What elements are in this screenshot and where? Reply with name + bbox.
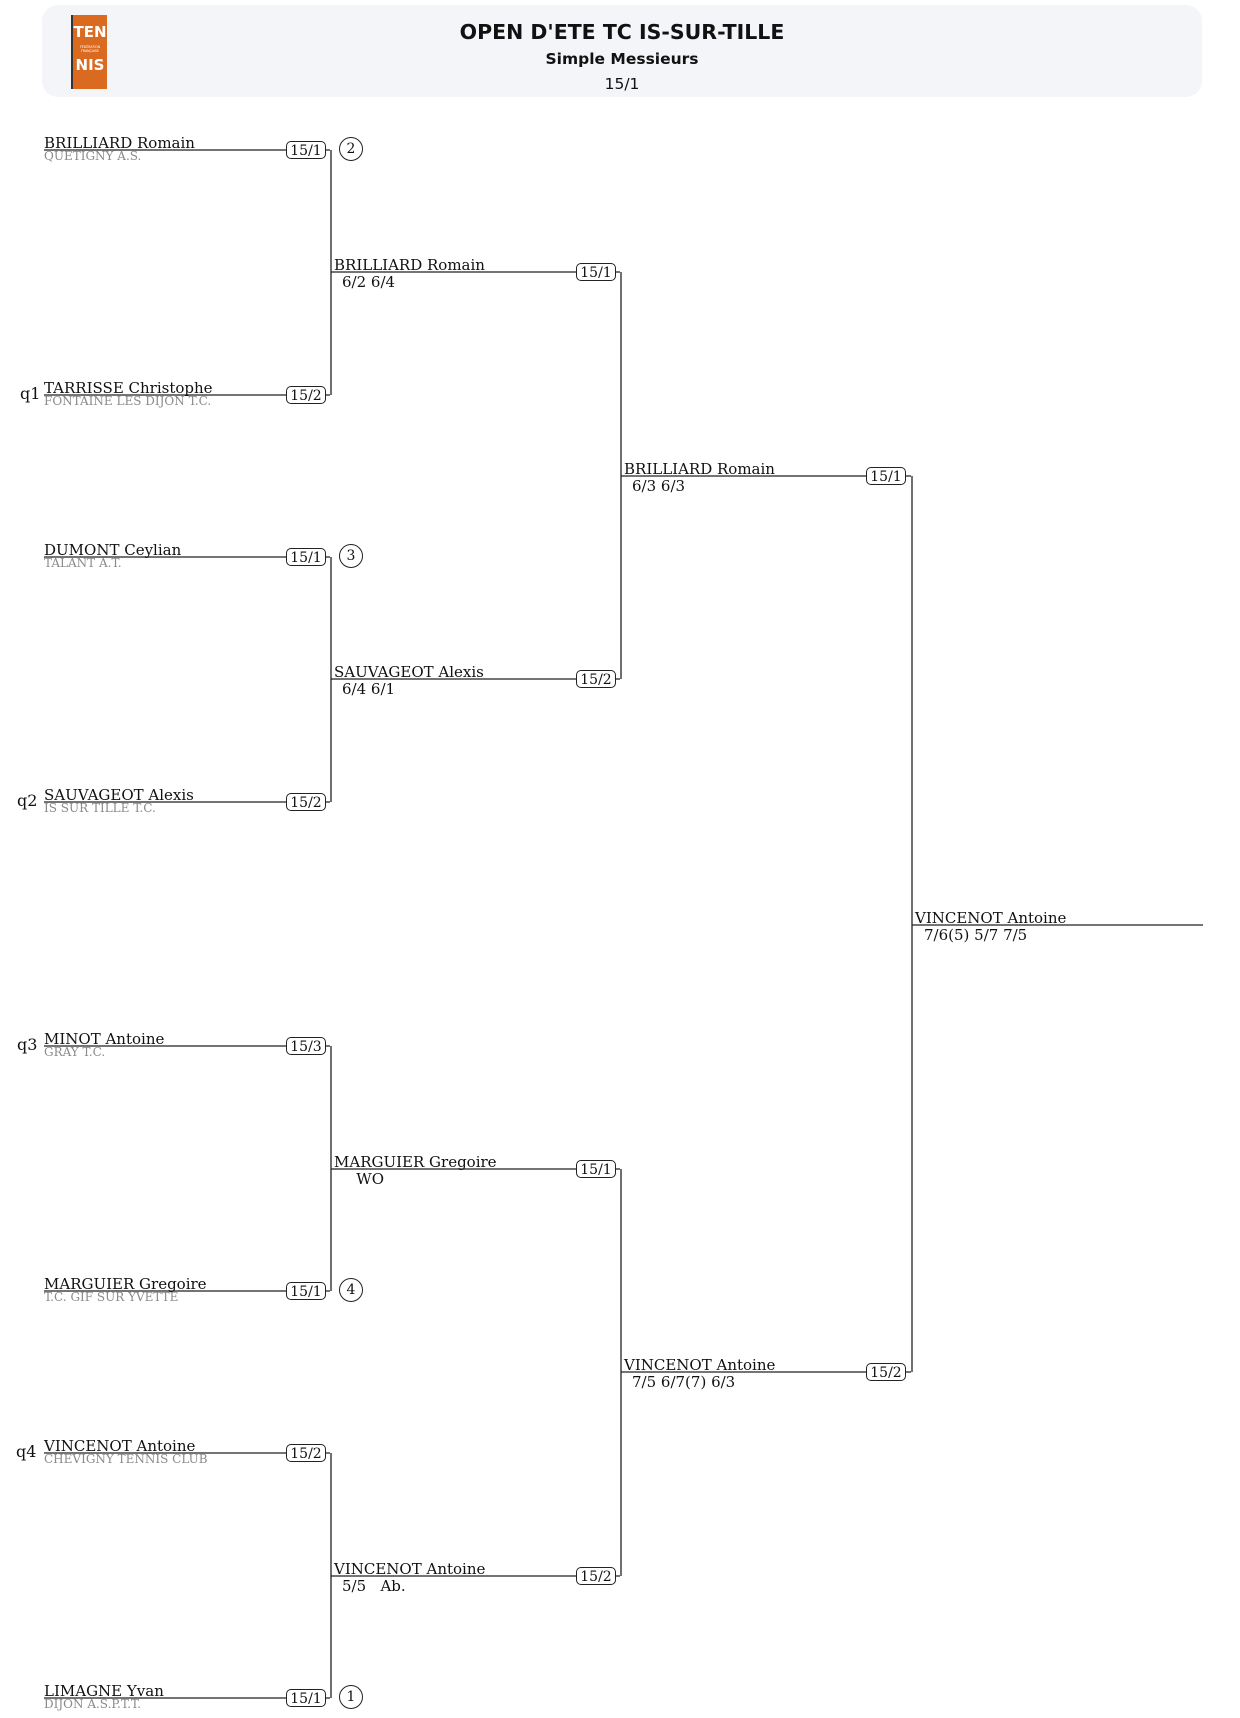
winner-name: VINCENOT Antoine [624,1356,776,1374]
rank-badge: 15/2 [286,793,326,811]
rank-badge: 15/2 [866,1363,906,1381]
tournament-title: OPEN D'ETE TC IS-SUR-TILLE [459,20,785,44]
player-club: DIJON A.S.P.T.T. [44,1697,141,1711]
seed-badge: 2 [339,137,363,161]
rank-badge: 15/1 [286,1689,326,1707]
match-score: 6/2 6/4 [342,273,396,291]
qualifier-label: q1 [20,384,41,403]
match-score: 7/5 6/7(7) 6/3 [632,1373,736,1391]
player-club: T.C. GIF SUR YVETTE [44,1290,179,1304]
player-club: FONTAINE LES DIJON T.C. [44,394,212,408]
match-score: WO [342,1170,385,1188]
rank-badge: 15/2 [286,386,326,404]
seed-badge: 3 [339,544,363,568]
rank-badge: 15/1 [286,548,326,566]
player-club: TALANT A.T. [44,556,122,570]
rank-badge: 15/1 [866,467,906,485]
match-score: 6/4 6/1 [342,680,396,698]
rank-badge: 15/2 [576,1567,616,1585]
player-name: DUMONT Ceylian [44,541,182,559]
logo-text-small: FÉDÉRATION FRANÇAISE [79,45,101,53]
player-club: IS SUR TILLE T.C. [44,801,156,815]
player-name: SAUVAGEOT Alexis [44,786,194,804]
match-score: 6/3 6/3 [632,477,686,495]
player-name: MARGUIER Gregoire [44,1275,207,1293]
rank-badge: 15/3 [286,1037,326,1055]
qualifier-label: q2 [17,791,38,810]
match-score: 5/5 Ab. [342,1577,406,1595]
rank-badge: 15/2 [286,1444,326,1462]
player-club: GRAY T.C. [44,1045,106,1059]
winner-name: MARGUIER Gregoire [334,1153,497,1171]
logo-text-bottom: NIS [75,56,105,74]
tennis-federation-logo: TEN FÉDÉRATION FRANÇAISE NIS [71,15,107,89]
winner-name: SAUVAGEOT Alexis [334,663,484,681]
rank-badge: 15/1 [286,141,326,159]
champion-name: VINCENOT Antoine [915,909,1067,927]
seed-badge: 4 [339,1278,363,1302]
player-name: TARRISSE Christophe [44,379,213,397]
player-club: QUETIGNY A.S. [44,149,142,163]
player-club: CHEVIGNY TENNIS CLUB [44,1452,208,1466]
player-name: MINOT Antoine [44,1030,165,1048]
rank-badge: 15/1 [576,263,616,281]
seed-badge: 1 [339,1685,363,1709]
winner-name: BRILLIARD Romain [624,460,775,478]
tournament-header: TEN FÉDÉRATION FRANÇAISE NIS OPEN D'ETE … [42,5,1202,97]
final-score: 7/6(5) 5/7 7/5 [924,926,1028,944]
player-name: BRILLIARD Romain [44,134,195,152]
player-name: LIMAGNE Yvan [44,1682,164,1700]
player-name: VINCENOT Antoine [44,1437,196,1455]
draw-subtitle: Simple Messieurs [545,50,699,68]
qualifier-label: q4 [16,1442,37,1461]
qualifier-label: q3 [17,1035,38,1054]
winner-name: BRILLIARD Romain [334,256,485,274]
rank-badge: 15/1 [286,1282,326,1300]
logo-text-top: TEN [73,23,107,41]
draw-classification: 15/1 [604,75,640,93]
rank-badge: 15/2 [576,670,616,688]
winner-name: VINCENOT Antoine [334,1560,486,1578]
rank-badge: 15/1 [576,1160,616,1178]
